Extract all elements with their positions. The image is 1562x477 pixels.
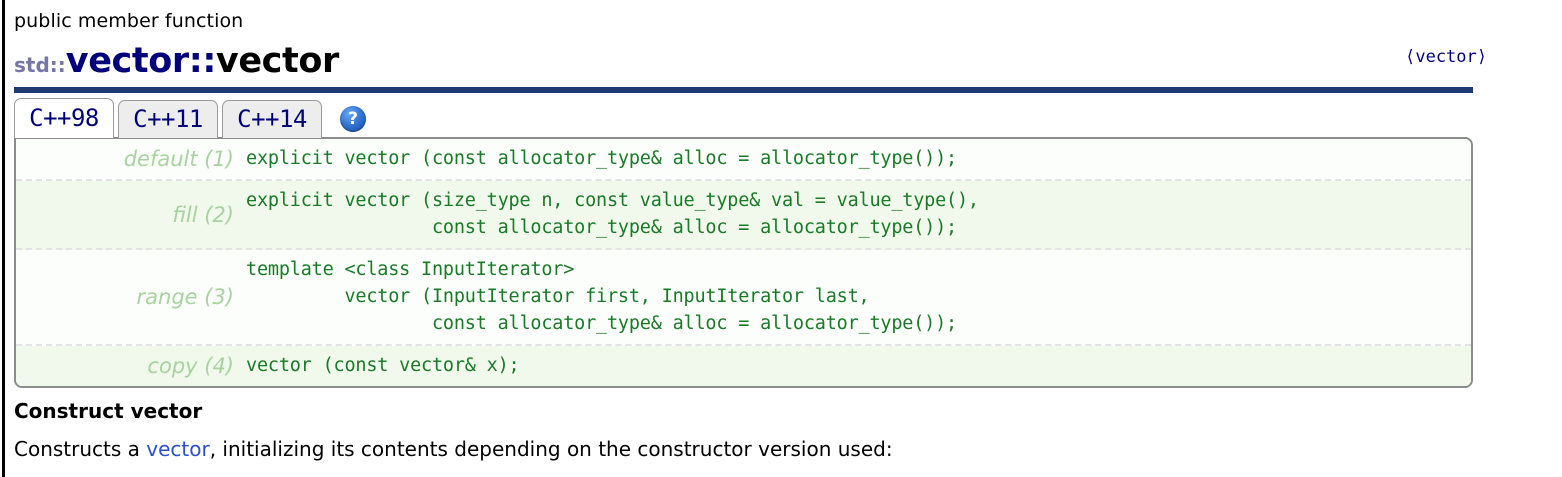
page-kind-label: public member function [14, 10, 244, 32]
description-heading: Construct vector [14, 399, 203, 423]
signature-label-copy: copy (4) [147, 354, 234, 378]
help-icon[interactable]: ? [340, 106, 366, 132]
signature-row-default: default (1) explicit vector (const alloc… [16, 139, 1471, 181]
title-function: vector [215, 41, 339, 81]
standard-version-tabs: C++98 C++11 C++14 ? [14, 97, 1562, 138]
header-include-tag: ⟨vector⟩ [1405, 47, 1487, 67]
tab-cpp98[interactable]: C++98 [14, 98, 114, 138]
page-title: std::vector::vector [14, 41, 1562, 85]
title-row: std::vector::vector ⟨vector⟩ [14, 41, 1562, 85]
description-text-after: , initializing its contents depending on… [209, 437, 893, 461]
description-paragraph: Constructs a vector, initializing its co… [14, 437, 1562, 461]
signature-row-copy: copy (4) vector (const vector& x); [16, 346, 1471, 386]
signature-label-fill: fill (2) [172, 202, 234, 227]
signature-code-fill: explicit vector (size_type n, const valu… [246, 190, 979, 238]
signature-code-copy: vector (const vector& x); [246, 355, 520, 376]
signature-code-range: template <class InputIterator> vector (I… [246, 259, 957, 334]
tab-cpp11[interactable]: C++11 [118, 100, 218, 138]
signature-row-fill: fill (2) explicit vector (size_type n, c… [16, 181, 1471, 250]
signature-panel: default (1) explicit vector (const alloc… [14, 137, 1473, 388]
signature-label-range: range (3) [136, 285, 234, 309]
description-text-before: Constructs a [14, 437, 147, 461]
reference-page: public member function std::vector::vect… [14, 0, 1562, 477]
signature-row-range: range (3) template <class InputIterator>… [16, 250, 1471, 346]
title-namespace: std:: [14, 53, 66, 77]
tab-cpp14[interactable]: C++14 [222, 100, 322, 138]
page-left-border [2, 0, 5, 477]
vector-link[interactable]: vector [146, 437, 210, 461]
signature-code-default: explicit vector (const allocator_type& a… [246, 148, 957, 169]
signature-label-default: default (1) [123, 147, 234, 171]
title-divider-rule [14, 87, 1473, 93]
title-class: vector:: [65, 41, 217, 81]
